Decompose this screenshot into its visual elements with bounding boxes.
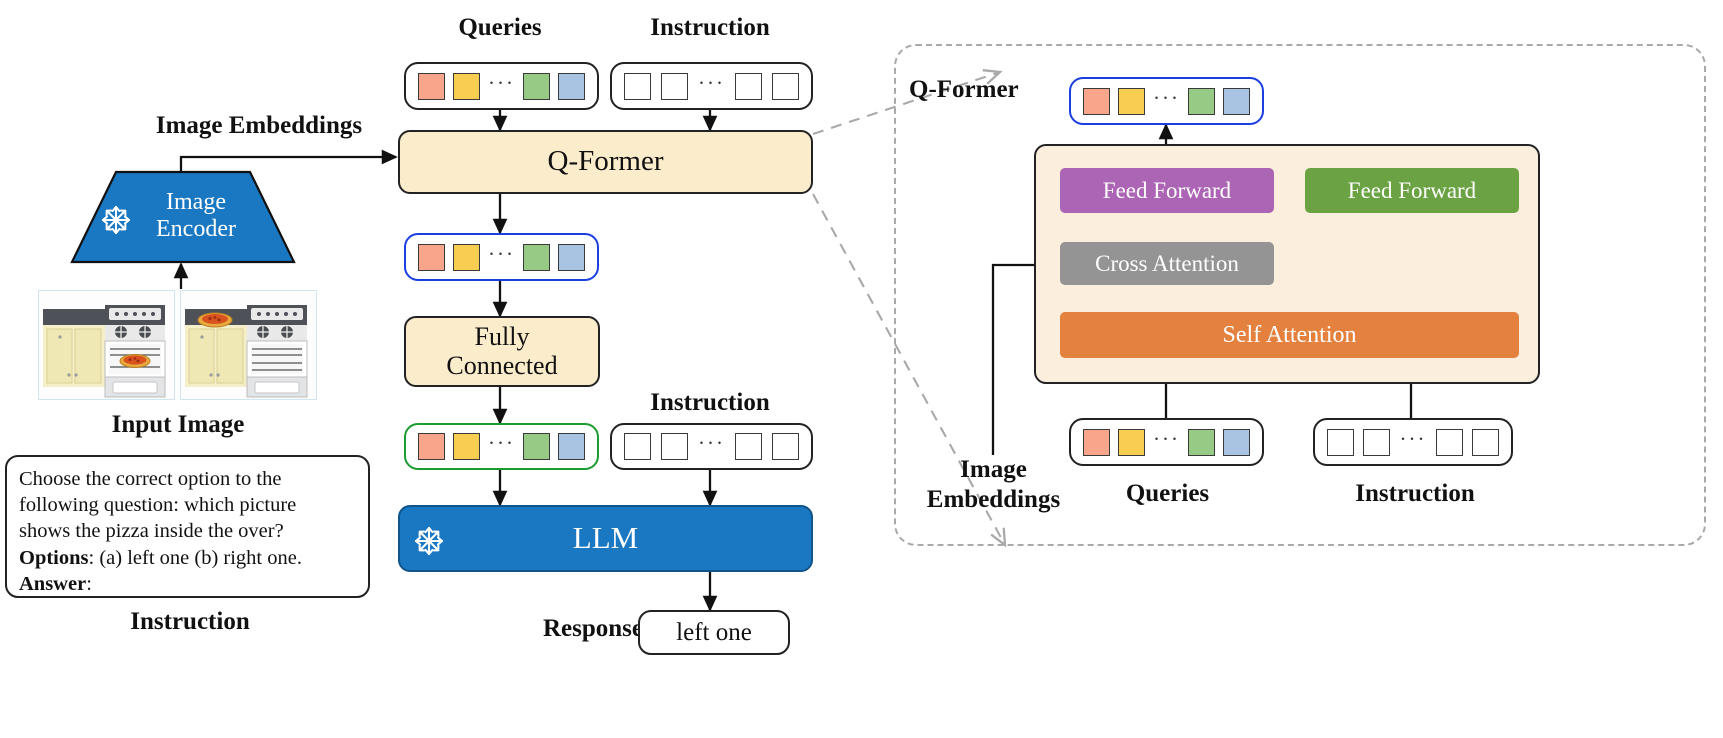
panel-image-embeddings-line2: Embeddings — [926, 485, 1061, 513]
instruction-token-3 — [734, 72, 762, 100]
projected-token-row[interactable]: ··· — [404, 423, 599, 470]
instruction-token-3 — [734, 433, 762, 460]
feed-forward-text-block[interactable]: Feed Forward — [1305, 168, 1519, 213]
pizza-inside-oven — [119, 354, 151, 368]
image-embeddings-label: Image Embeddings — [155, 112, 363, 139]
fully-connected-line2: Connected — [446, 350, 558, 380]
options-rest: : (a) left one (b) right one. — [88, 546, 302, 569]
image-encoder-shape[interactable] — [70, 170, 296, 266]
panel-instruction-label: Instruction — [1355, 480, 1475, 507]
input-image-label: Input Image — [111, 411, 245, 438]
pizza-on-counter — [197, 312, 233, 328]
queries-label-top: Queries — [458, 14, 542, 41]
instruction-token-2 — [661, 72, 688, 100]
qformer-panel-title: Q-Former — [909, 76, 1019, 103]
token-ellipsis: ··· — [488, 241, 515, 266]
panel-instruction-token-2 — [1363, 428, 1391, 456]
panel-output-token-row[interactable]: ··· — [1069, 77, 1264, 125]
fully-connected-block[interactable]: Fully Connected — [404, 316, 600, 387]
query-token-1 — [418, 72, 445, 100]
panel-output-token-4 — [1222, 87, 1250, 115]
feed-forward-queries-block[interactable]: Feed Forward — [1060, 168, 1274, 213]
instruction-label-mid: Instruction — [650, 389, 770, 416]
instruction-label-top: Instruction — [650, 14, 770, 41]
image-encoder-label-line1: Image — [166, 189, 226, 215]
panel-queries-label: Queries — [1125, 480, 1210, 507]
options-label: Options — [19, 546, 89, 569]
fully-connected-line1: Fully — [474, 321, 530, 351]
llm-block[interactable]: LLM — [398, 505, 813, 572]
panel-queries-token-row[interactable]: ··· — [1069, 418, 1264, 466]
panel-image-embeddings-line1: Image — [960, 456, 1027, 483]
panel-query-token-4 — [1222, 428, 1250, 456]
panel-instruction-token-1 — [1327, 428, 1354, 456]
answer-label: Answer — [19, 572, 87, 595]
panel-image-embeddings-label: Image Embeddings — [906, 455, 1081, 514]
panel-instruction-token-3 — [1435, 428, 1463, 456]
response-value-box[interactable]: left one — [638, 610, 790, 655]
token-ellipsis: ··· — [488, 70, 515, 95]
panel-output-token-1 — [1083, 87, 1110, 115]
query-token-3 — [522, 72, 550, 100]
snowflake-icon — [414, 526, 444, 556]
instruction-token-row-top[interactable]: ··· — [610, 62, 813, 110]
panel-output-token-3 — [1187, 87, 1215, 115]
image-encoder-label-line2: Encoder — [156, 216, 236, 243]
qformer-output-token-row[interactable]: ··· — [404, 233, 599, 281]
instruction-text-card[interactable]: Choose the correct option to the followi… — [5, 455, 370, 598]
output-token-4 — [557, 243, 585, 271]
token-ellipsis: ··· — [698, 431, 725, 456]
q-former-block[interactable]: Q-Former — [398, 130, 813, 194]
answer-rest: : — [86, 572, 92, 595]
instruction-answer-line: Answer: — [19, 571, 356, 597]
panel-instruction-token-row[interactable]: ··· — [1313, 418, 1513, 466]
instruction-token-4 — [771, 72, 799, 100]
projected-token-4 — [557, 433, 585, 460]
instruction-line-1: Choose the correct option to the — [19, 468, 282, 490]
instruction-options-line: Options: (a) left one (b) right one. — [19, 545, 356, 571]
self-attention-block[interactable]: Self Attention — [1060, 312, 1519, 358]
query-token-2 — [453, 72, 480, 100]
panel-instruction-token-4 — [1471, 428, 1499, 456]
output-token-2 — [453, 243, 480, 271]
query-token-4 — [557, 72, 585, 100]
instruction-token-4 — [771, 433, 799, 460]
cross-attention-block[interactable]: Cross Attention — [1060, 242, 1274, 285]
token-ellipsis: ··· — [488, 431, 515, 456]
panel-output-token-2 — [1118, 87, 1145, 115]
instruction-line-3: shows the pizza inside the over? — [19, 520, 284, 543]
token-ellipsis: ··· — [1399, 426, 1427, 451]
panel-query-token-3 — [1187, 428, 1215, 456]
instruction-line-2: following question: which picture — [19, 494, 297, 517]
token-ellipsis: ··· — [698, 70, 725, 95]
output-token-1 — [418, 243, 445, 271]
input-image-right[interactable] — [180, 290, 317, 400]
instruction-token-1 — [624, 72, 651, 100]
instruction-token-row-mid[interactable]: ··· — [610, 423, 813, 470]
output-token-3 — [522, 243, 550, 271]
response-label: Response — [542, 615, 643, 642]
projected-token-3 — [522, 433, 550, 460]
qformer-detail-panel — [894, 44, 1706, 546]
panel-query-token-1 — [1083, 428, 1110, 456]
token-ellipsis: ··· — [1153, 85, 1180, 110]
projected-token-2 — [453, 433, 480, 460]
input-image-left[interactable] — [38, 290, 175, 400]
panel-query-token-2 — [1118, 428, 1145, 456]
instruction-token-2 — [661, 433, 688, 460]
instruction-token-1 — [624, 433, 651, 460]
image-encoder-label: Image Encoder — [136, 189, 256, 244]
queries-token-row-top[interactable]: ··· — [404, 62, 599, 110]
projected-token-1 — [418, 433, 445, 460]
instruction-label-left: Instruction — [130, 608, 250, 635]
token-ellipsis: ··· — [1153, 426, 1180, 451]
